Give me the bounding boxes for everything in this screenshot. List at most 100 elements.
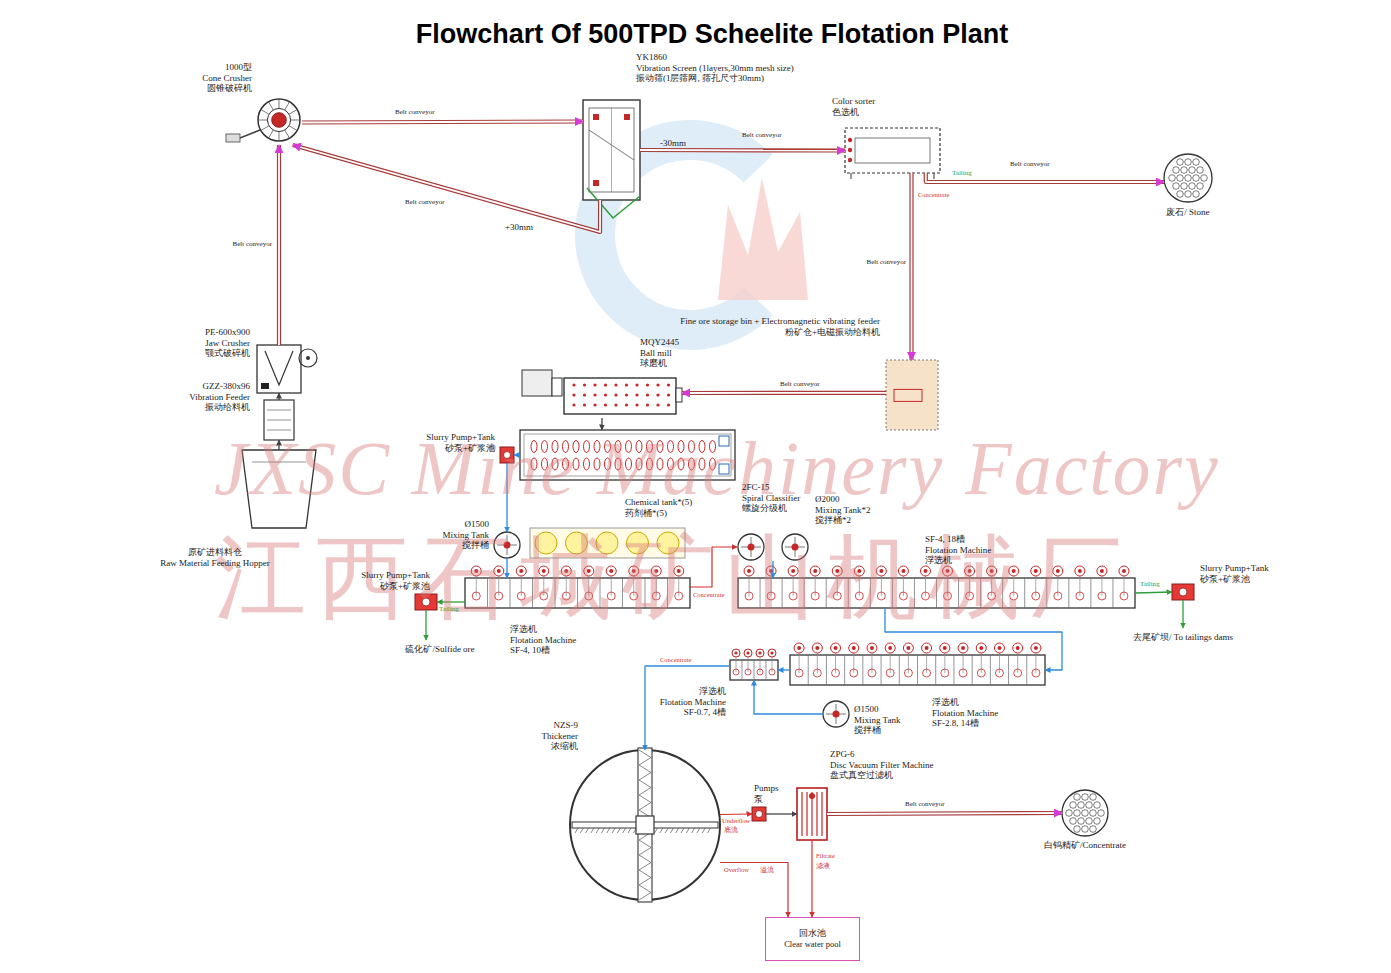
spiral-blade	[531, 458, 537, 470]
motor-symbol	[226, 134, 240, 142]
impeller-motor	[1097, 566, 1107, 576]
spiral-blade	[563, 441, 569, 453]
edge-label: Underflow	[722, 817, 750, 825]
discharge-chute	[587, 188, 640, 218]
impeller-hub	[474, 569, 478, 573]
node-label: MQY2445	[640, 337, 679, 348]
impeller-motor	[903, 643, 913, 653]
edge-label: Concentrate	[660, 656, 691, 664]
impeller-hub	[1016, 646, 1020, 650]
impeller-hub	[497, 569, 501, 573]
rake-blade	[623, 828, 626, 833]
pipe-line	[278, 393, 279, 400]
node-label: Mixing Tank	[443, 530, 489, 541]
cell-divider	[754, 660, 755, 680]
pump-body	[1172, 584, 1194, 600]
impeller-hub	[758, 651, 761, 654]
node-label: 振动给料机	[189, 402, 250, 413]
hopper-body	[242, 450, 316, 528]
impeller	[733, 669, 739, 675]
label-group: Underflow	[722, 817, 750, 825]
cell-divider	[804, 578, 805, 608]
mill-liner-bolt	[614, 393, 617, 396]
impeller-motor	[744, 649, 752, 657]
label-group: Slurry Pump+Tank砂泵+矿浆池	[1200, 563, 1269, 584]
node-label: ZPG-6	[830, 749, 934, 760]
center-drive	[636, 816, 654, 834]
label-group: Tailing	[1140, 580, 1160, 588]
impeller-hub	[1012, 569, 1016, 573]
label-group: PE-600x900Jaw Crusher颚式破碎机	[205, 327, 250, 359]
pipe-line	[645, 666, 730, 750]
label-group: 废石/ Stone	[1166, 207, 1209, 218]
label-group: Color sorter色选机	[832, 96, 875, 117]
cell-divider	[826, 655, 827, 685]
mill-liner-bolt	[646, 403, 649, 406]
label-group: 浮选机Flotation MachineSF-4, 10槽	[510, 624, 576, 656]
cell-divider	[782, 578, 783, 608]
cell-divider	[870, 578, 871, 608]
impeller-motor	[885, 643, 895, 653]
node-label: Flotation Machine	[925, 545, 991, 556]
mill-liner-bolt	[572, 393, 575, 396]
impeller	[630, 592, 638, 600]
rake-blade	[686, 828, 689, 833]
annotation: 底流	[724, 826, 738, 834]
belt-conveyor-outline	[293, 145, 600, 232]
impeller-hub	[968, 569, 972, 573]
impeller-hub	[852, 646, 856, 650]
rake-blade	[628, 828, 631, 833]
spiral-blade	[710, 458, 716, 470]
label-group: Belt conveyor	[1010, 160, 1049, 168]
ore-lump	[1074, 810, 1081, 817]
impeller-hub	[1056, 569, 1060, 573]
flotation-machine: SF-4, 18槽Flotation Machine浮选机	[738, 578, 1135, 608]
mixing-tanks: Ø2000Mixing Tank*2搅拌桶*2	[737, 533, 809, 561]
mill-liner-bolt	[625, 403, 628, 406]
pipe-line	[437, 601, 465, 602]
impeller-motor	[1009, 566, 1019, 576]
pipe-line	[772, 561, 773, 578]
cell-divider	[844, 655, 845, 685]
impeller-hub	[815, 646, 819, 650]
cell-divider	[555, 578, 556, 608]
pump-impeller	[756, 811, 763, 818]
rake-blade	[670, 828, 673, 833]
cell-divider	[980, 578, 981, 608]
cell-divider	[917, 655, 918, 685]
jaw-plates	[265, 351, 293, 385]
belt-conveyor-outline	[909, 173, 913, 360]
impeller-hub	[870, 646, 874, 650]
impeller	[795, 669, 803, 677]
node-label: Flotation Machine	[660, 697, 726, 708]
impeller-hub	[835, 569, 839, 573]
node-label: Jaw Crusher	[205, 338, 250, 349]
connector	[507, 463, 508, 532]
ball-mill: MQY2445Ball mill球磨机	[522, 368, 682, 418]
node-label: 浮选机	[510, 624, 576, 635]
mill-liner-bolt	[593, 383, 596, 386]
sorter-leg	[851, 173, 852, 179]
spiral-classifier: 2FC-15Spiral Classifier螺旋分级机	[520, 430, 735, 480]
mixing-tank-body	[782, 534, 808, 560]
cell-divider	[1024, 578, 1025, 608]
spiral-blade	[594, 458, 600, 470]
jaw-base	[261, 383, 269, 389]
impeller	[944, 592, 952, 600]
connector	[293, 145, 600, 232]
ore-lump	[1177, 191, 1184, 198]
pump-body	[415, 594, 437, 610]
impeller-hub	[1034, 569, 1038, 573]
ore-lump	[1074, 826, 1081, 833]
impeller-hub	[542, 569, 546, 573]
agitator-hub	[748, 544, 755, 551]
label-group: NZS-9Thickener浓缩机	[542, 720, 578, 752]
label-group: 滤液	[816, 862, 830, 870]
ore-lump	[1173, 183, 1180, 190]
spiral-blade	[573, 458, 579, 470]
impeller-hub	[797, 646, 801, 650]
impeller-hub	[979, 646, 983, 650]
cell-divider	[487, 578, 488, 608]
impeller-motor	[629, 566, 639, 576]
